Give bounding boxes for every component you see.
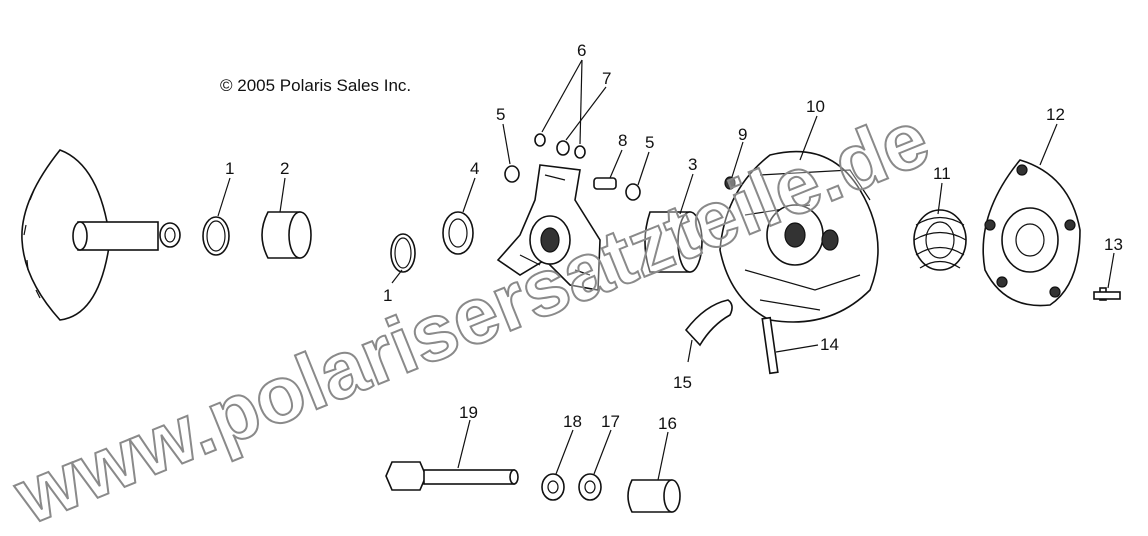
bolt-19 bbox=[385, 461, 519, 491]
callout-5-right: 5 bbox=[645, 133, 654, 152]
callout-19: 19 bbox=[459, 403, 478, 422]
callout-2: 2 bbox=[280, 159, 289, 178]
callout-4: 4 bbox=[470, 159, 479, 178]
callout-7: 7 bbox=[602, 69, 611, 88]
rings-6-7 bbox=[534, 133, 586, 159]
callout-12: 12 bbox=[1046, 105, 1065, 124]
sheave-housing-10 bbox=[719, 150, 879, 323]
callout-labels: 1 2 1 4 5 6 7 8 5 3 9 10 11 12 13 14 15 … bbox=[225, 41, 1123, 433]
callout-1-lower: 1 bbox=[383, 286, 392, 305]
callout-14: 14 bbox=[820, 335, 839, 354]
callout-13: 13 bbox=[1104, 235, 1123, 254]
callout-8: 8 bbox=[618, 131, 627, 150]
pin-14 bbox=[761, 316, 779, 375]
screw-9 bbox=[724, 176, 736, 190]
callout-6: 6 bbox=[577, 41, 586, 60]
callout-3: 3 bbox=[688, 155, 697, 174]
bushing-16 bbox=[627, 479, 681, 513]
callout-11: 11 bbox=[933, 164, 951, 183]
washer-17 bbox=[578, 473, 602, 501]
spring-11 bbox=[913, 209, 967, 271]
callout-15: 15 bbox=[673, 373, 692, 392]
roller-5-left bbox=[504, 165, 520, 183]
washer-4 bbox=[442, 211, 474, 255]
copyright-notice: © 2005 Polaris Sales Inc. bbox=[220, 76, 412, 95]
callout-16: 16 bbox=[658, 414, 677, 433]
callout-5-left: 5 bbox=[496, 105, 505, 124]
cover-12 bbox=[982, 159, 1081, 307]
callout-9: 9 bbox=[738, 125, 747, 144]
callout-17: 17 bbox=[601, 412, 620, 431]
roller-5-right bbox=[625, 183, 641, 201]
washer-18 bbox=[541, 473, 565, 501]
leader-lines bbox=[217, 59, 1115, 481]
callout-18: 18 bbox=[563, 412, 582, 431]
ring-1-upper bbox=[202, 216, 230, 256]
pin-8 bbox=[593, 177, 617, 190]
bolt-13 bbox=[1093, 287, 1121, 301]
shoe-15 bbox=[684, 299, 733, 347]
sheave-shaft bbox=[21, 149, 181, 321]
spider-assembly bbox=[496, 164, 601, 291]
callout-10: 10 bbox=[806, 97, 825, 116]
bushing-3 bbox=[644, 211, 703, 273]
ring-1-lower bbox=[390, 233, 416, 273]
bushing-2 bbox=[261, 211, 312, 259]
callout-1-upper: 1 bbox=[225, 159, 234, 178]
